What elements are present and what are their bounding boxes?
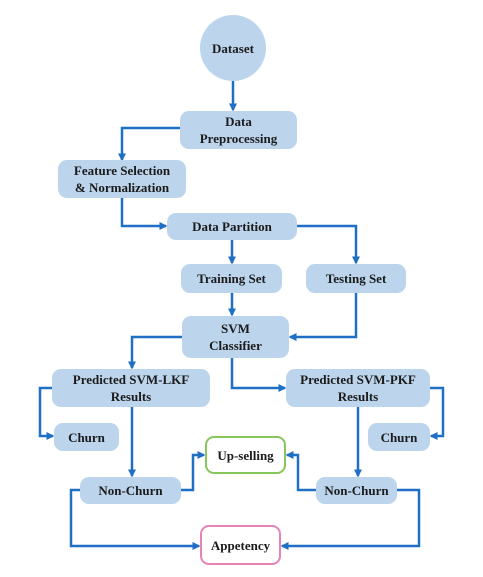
node-predicted-svm-lkf-label: Predicted SVM-LKF Results (72, 372, 190, 404)
node-non-churn-left-label: Non-Churn (98, 483, 163, 498)
node-non-churn-left: Non-Churn (80, 477, 181, 504)
node-svm-classifier: SVM Classifier (182, 316, 289, 358)
node-feature-selection-label: Feature Selection & Normalization (73, 163, 171, 195)
node-data-preprocessing: Data Preprocessing (180, 111, 297, 149)
node-data-partition: Data Partition (167, 213, 297, 240)
node-testing-set-label: Testing Set (325, 271, 387, 286)
node-churn-left: Churn (54, 423, 119, 451)
arrow-feature-selection-to-partition (120, 197, 168, 230)
node-predicted-svm-pkf: Predicted SVM-PKF Results (286, 369, 430, 407)
arrow-testing-to-svm (288, 293, 358, 341)
node-appetency: Appetency (200, 525, 281, 565)
node-churn-left-label: Churn (68, 429, 105, 445)
arrow-nonchurn-left-to-upselling (180, 451, 206, 492)
node-up-selling-label: Up-selling (217, 447, 274, 463)
node-training-set-label: Training Set (197, 271, 266, 286)
node-predicted-svm-lkf: Predicted SVM-LKF Results (52, 369, 210, 407)
arrow-partition-to-testing (297, 224, 360, 265)
node-up-selling: Up-selling (205, 436, 286, 474)
node-non-churn-right-label: Non-Churn (324, 483, 389, 498)
arrow-preprocessing-to-feature-selection (118, 126, 180, 162)
arrow-nonchurn-left-to-appetency (69, 488, 201, 550)
arrow-svm-to-lkf (128, 335, 182, 370)
arrow-lkf-to-churn (38, 386, 55, 440)
node-testing-set: Testing Set (306, 264, 406, 293)
arrow-nonchurn-right-to-appetency (280, 488, 421, 550)
node-predicted-svm-pkf-label: Predicted SVM-PKF Results (300, 372, 416, 404)
node-churn-right-label: Churn (380, 429, 418, 445)
node-svm-classifier-label: SVM Classifier (209, 321, 262, 353)
arrow-svm-to-pkf (230, 358, 287, 392)
node-feature-selection: Feature Selection & Normalization (58, 160, 186, 198)
arrow-nonchurn-right-to-upselling (285, 451, 316, 492)
node-dataset-label: Dataset (212, 40, 254, 56)
node-appetency-label: Appetency (210, 537, 271, 553)
node-data-preprocessing-label: Data Preprocessing (199, 114, 278, 146)
node-churn-right: Churn (368, 423, 430, 451)
arrow-pkf-to-churn (429, 386, 445, 440)
node-training-set: Training Set (181, 264, 282, 293)
node-data-partition-label: Data Partition (192, 219, 272, 234)
node-non-churn-right: Non-Churn (316, 477, 397, 504)
node-dataset: Dataset (200, 15, 266, 81)
